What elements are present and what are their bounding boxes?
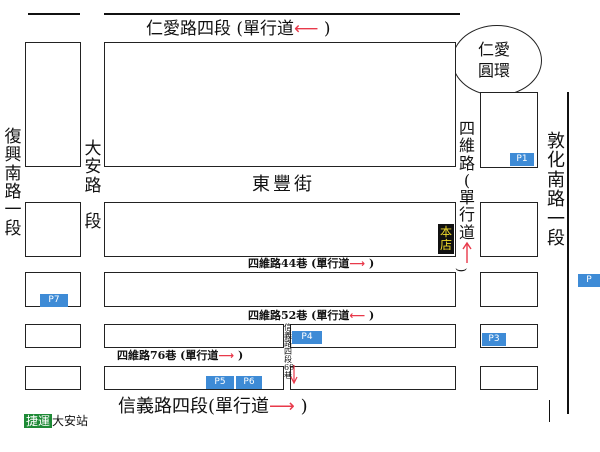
parking-p6[interactable]: P6 [236,376,262,389]
lane69-label: 信 義 路 四 段 69 巷 [284,323,295,380]
lane52-label: 四維路52巷 (單行道⟵ ) [248,309,375,322]
lane44-label: 四維路44巷 (單行道⟶ ) [248,257,375,270]
parking-p1[interactable]: P1 [510,153,534,166]
parking-p3[interactable]: P3 [482,333,506,346]
siwei-road-label: 四 維 路 ( 單 行 道 [458,119,475,242]
block-center-row5b [290,366,456,390]
fuxing-road-label: 復 興 南 路 一 段 [4,127,22,239]
daan-road-label: 大 安 路 段 [84,139,102,233]
top-road-line [104,13,460,15]
mrt-daan-station[interactable]: 捷運大安站 [24,412,88,429]
siwei-up-arrow [462,241,472,263]
block-right-row3 [480,272,538,307]
right-edge-line [549,400,550,422]
parking-p4[interactable]: P4 [292,331,322,344]
block-left-top [25,42,81,167]
renai-road-label: 仁愛路四段 (單行道⟵ ) [146,19,331,39]
block-left-row4 [25,324,81,348]
block-center-mid [104,202,456,257]
block-right-row5 [480,366,538,390]
mrt-badge: 捷運 [24,414,53,428]
block-center-row4a [104,324,284,348]
renai-roundabout [452,25,542,96]
mrt-station-name: 大安站 [52,414,89,428]
block-right-mid [480,202,538,257]
dongfeng-street-label: 東豐街 [252,174,315,195]
top-left-line [28,13,80,15]
block-left-mid [25,202,81,257]
block-right-row4 [480,324,538,348]
parking-p7[interactable]: P7 [40,294,68,307]
lane76-label: 四維路76巷 (單行道⟶ ) [117,349,244,362]
lane69-down-arrow [290,365,298,385]
parking-p-edge[interactable]: P [578,274,600,287]
store-marker[interactable]: 本 店 [438,224,454,254]
block-center-row3 [104,272,456,307]
xinyi-road-label: 信義路四段(單行道⟶ ) [118,396,308,417]
dunhua-road-label: 敦 化 南 路 一 段 [547,131,565,250]
block-center-top [104,42,456,167]
roundabout-label: 仁愛 圓環 [478,40,511,80]
dunhua-road-line [567,92,569,414]
block-left-row5 [25,366,81,390]
siwei-close-paren: ) [454,267,469,273]
parking-p5[interactable]: P5 [206,376,234,389]
